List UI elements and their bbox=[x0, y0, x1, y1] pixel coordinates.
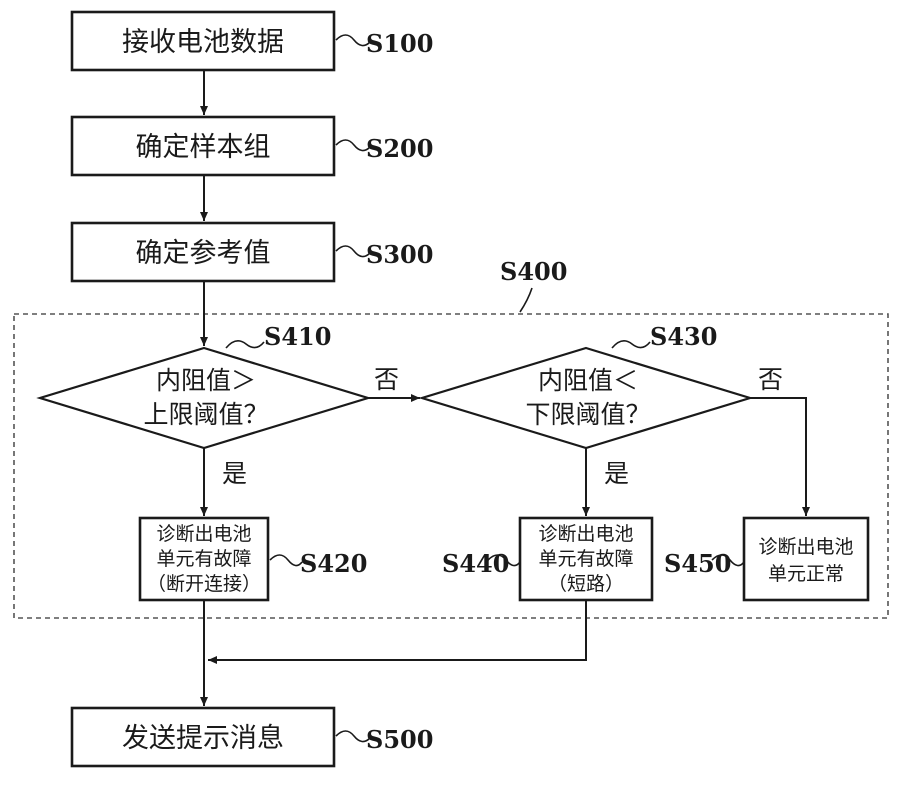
s430-line2: 下限阈值？ bbox=[525, 400, 650, 429]
s200-code: S200 bbox=[366, 134, 433, 163]
s200-label: 确定样本组 bbox=[136, 132, 271, 163]
s500-label: 发送提示消息 bbox=[122, 723, 284, 754]
s430-line1: 内阻值＜ bbox=[538, 366, 638, 395]
arrow-s440-merge bbox=[208, 600, 586, 660]
s440-line3: （短路） bbox=[548, 573, 624, 595]
s420-leader bbox=[270, 555, 302, 566]
s400-leader bbox=[520, 288, 532, 312]
s450-code: S450 bbox=[664, 549, 731, 578]
s200-leader bbox=[336, 140, 370, 151]
s440-line1: 诊断出电池 bbox=[538, 523, 633, 545]
s420-line2: 单元有故障 bbox=[156, 548, 251, 570]
s430-no-label: 否 bbox=[758, 365, 783, 394]
s430-diamond bbox=[422, 348, 750, 448]
s440-line2: 单元有故障 bbox=[538, 548, 633, 570]
s440-code: S440 bbox=[442, 549, 509, 578]
s450-line1: 诊断出电池 bbox=[758, 536, 853, 558]
s410-yes-label: 是 bbox=[222, 459, 247, 488]
s410-line2: 上限阈值？ bbox=[143, 400, 268, 429]
s430-code: S430 bbox=[650, 322, 717, 351]
s410-code: S410 bbox=[264, 322, 331, 351]
s100-code: S100 bbox=[366, 29, 433, 58]
s100-leader bbox=[336, 35, 370, 46]
s300-code: S300 bbox=[366, 240, 433, 269]
s410-diamond bbox=[40, 348, 368, 448]
s400-code: S400 bbox=[500, 257, 567, 286]
s500-leader bbox=[336, 731, 370, 742]
s430-leader bbox=[612, 341, 650, 348]
s100-label: 接收电池数据 bbox=[122, 27, 284, 58]
s420-code: S420 bbox=[300, 549, 367, 578]
s420-line1: 诊断出电池 bbox=[156, 523, 251, 545]
s450-line2: 单元正常 bbox=[768, 563, 844, 585]
s300-leader bbox=[336, 246, 370, 257]
s410-no-label: 否 bbox=[374, 365, 399, 394]
s450-box bbox=[744, 518, 868, 600]
s410-line1: 内阻值＞ bbox=[156, 366, 256, 395]
s420-line3: （断开连接） bbox=[147, 573, 261, 595]
arrow-s430-no bbox=[750, 398, 806, 516]
s300-label: 确定参考值 bbox=[136, 238, 271, 269]
s500-code: S500 bbox=[366, 725, 433, 754]
s430-yes-label: 是 bbox=[604, 459, 629, 488]
s410-leader bbox=[226, 341, 264, 348]
